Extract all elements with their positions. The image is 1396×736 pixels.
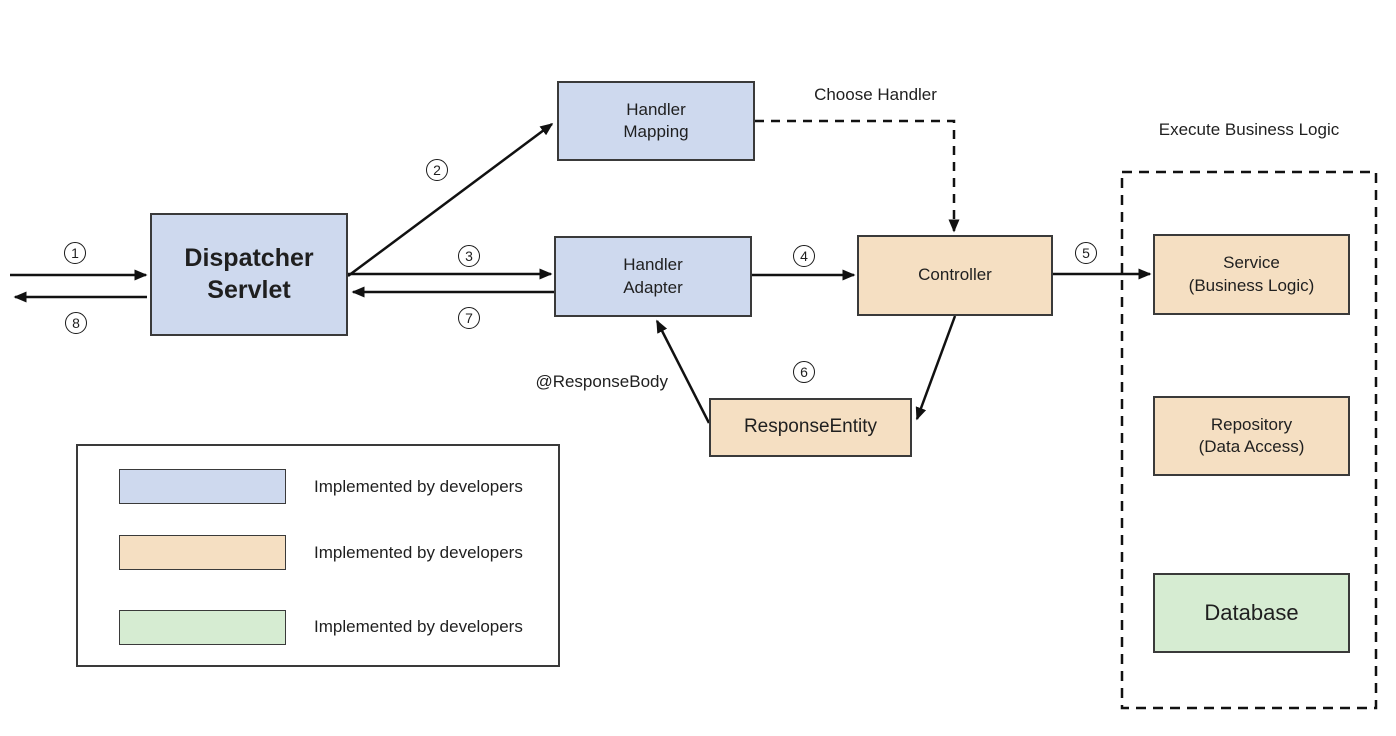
node-controller: Controller <box>857 235 1053 316</box>
arrow-step-2-to-handler-mapping <box>347 122 554 278</box>
execute-business-logic-label: Execute Business Logic <box>1158 120 1340 139</box>
node-handler-mapping: Handler Mapping <box>557 81 755 161</box>
step-6-badge: 6 <box>793 361 815 383</box>
step-1-badge: 1 <box>64 242 86 264</box>
step-2-badge: 2 <box>426 159 448 181</box>
step-8-badge: 8 <box>65 312 87 334</box>
choose-handler-dashed-connector <box>755 119 960 233</box>
node-repository: Repository (Data Access) <box>1153 396 1350 476</box>
step-7-badge: 7 <box>458 307 480 329</box>
node-dispatcher-servlet: Dispatcher Servlet <box>150 213 348 336</box>
arrow-step-6-to-response-entity <box>915 315 957 421</box>
step-3-badge: 3 <box>458 245 480 267</box>
legend-swatch-tan <box>119 535 286 570</box>
legend-swatch-green <box>119 610 286 645</box>
legend-swatch-blue <box>119 469 286 504</box>
legend-label-tan: Implemented by developers <box>314 543 523 562</box>
choose-handler-label: Choose Handler <box>814 85 937 104</box>
node-database: Database <box>1153 573 1350 653</box>
legend-label-blue: Implemented by developers <box>314 477 523 496</box>
step-5-badge: 5 <box>1075 242 1097 264</box>
node-service: Service (Business Logic) <box>1153 234 1350 315</box>
execute-business-logic-region <box>1120 170 1378 710</box>
step-4-badge: 4 <box>793 245 815 267</box>
response-body-label: @ResponseBody <box>535 372 668 391</box>
legend-box: Implemented by developers Implemented by… <box>76 444 560 667</box>
legend-label-green: Implemented by developers <box>314 617 523 636</box>
node-response-entity: ResponseEntity <box>709 398 912 457</box>
node-handler-adapter: Handler Adapter <box>554 236 752 317</box>
arrow-response-body-to-handler-adapter <box>655 319 711 424</box>
